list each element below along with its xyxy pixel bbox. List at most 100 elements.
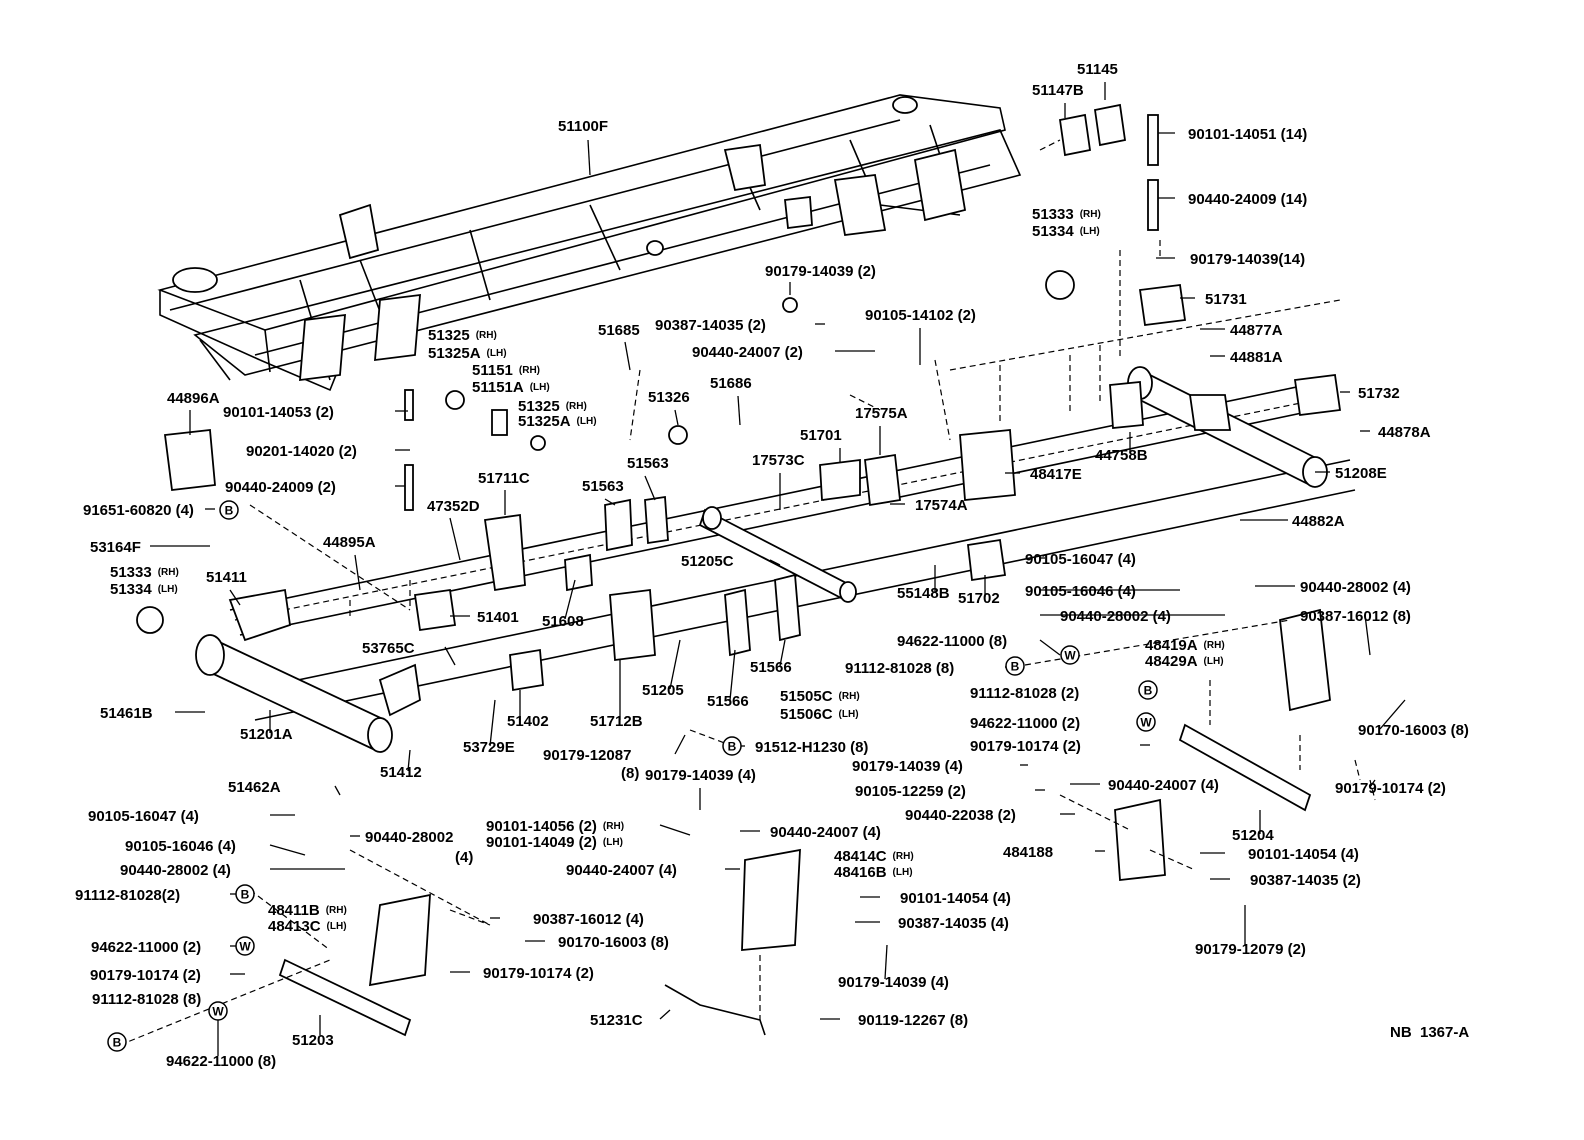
callout-label: 90440-28002 — [365, 829, 453, 846]
leader-line — [1379, 699, 1406, 730]
leader-line — [489, 699, 496, 747]
leader-line — [659, 1009, 671, 1020]
side-note: (RH) — [326, 905, 347, 916]
callout-label: 48417E — [1030, 466, 1082, 483]
callout-label: 48413C — [268, 918, 321, 935]
callout-label: 90179-14039 (4) — [852, 758, 963, 775]
side-note: (LH) — [893, 867, 913, 878]
callout-label: 90105-12259 (2) — [855, 783, 966, 800]
bolt-b-letter: B — [1144, 684, 1153, 698]
callout-label: 51712B — [590, 713, 643, 730]
bolt-b-mark — [235, 884, 255, 904]
callout-label: 90201-14020 (2) — [246, 443, 357, 460]
leader-line — [669, 639, 681, 690]
frame-assembly-drawing — [119, 94, 1376, 1046]
leader-line — [269, 844, 306, 856]
callout-label: 53765C — [362, 640, 415, 657]
callout-label: (8) — [621, 765, 639, 782]
leader-line — [449, 517, 461, 561]
callout-label: 90387-14035 (4) — [898, 915, 1009, 932]
bolt-b-mark — [107, 1032, 127, 1052]
leader-line — [644, 475, 656, 501]
callout-label: 51411 — [206, 569, 247, 586]
leader-line — [407, 749, 411, 772]
callout-label: 90170-16003 (8) — [558, 934, 669, 951]
callout-label: 51412 — [380, 764, 422, 781]
washer-w-mark — [1136, 712, 1156, 732]
callout-label: 51231C — [590, 1012, 643, 1029]
callout-label: 48414C — [834, 848, 887, 865]
callout-label: 90387-14035 (2) — [655, 317, 766, 334]
callout-label: 51686 — [710, 375, 752, 392]
callout-label: 90101-14054 (4) — [900, 890, 1011, 907]
callout-label: 51326 — [648, 389, 690, 406]
diagram-id: NB 1367-A — [1390, 1024, 1469, 1041]
callout-label: 51711C — [478, 470, 530, 487]
callout-label: 94622-11000 (8) — [166, 1053, 276, 1070]
leader-line — [564, 579, 576, 620]
side-note: (RH) — [519, 365, 540, 376]
bolt-b-mark — [219, 500, 239, 520]
callout-label: 90101-14049 (2) — [486, 834, 597, 851]
callout-label: 51333 — [1032, 206, 1074, 223]
callout-label: 51563 — [627, 455, 669, 472]
side-note: (RH) — [476, 330, 497, 341]
callout-label: 51702 — [958, 590, 1000, 607]
callout-label: 51701 — [800, 427, 842, 444]
callout-label: 44878A — [1378, 424, 1431, 441]
bolt-b-mark — [1005, 656, 1025, 676]
leader-line — [729, 649, 736, 701]
bolt-b-letter: B — [728, 740, 737, 754]
callout-label: 51334 — [1032, 223, 1074, 240]
side-note: (LH) — [603, 837, 623, 848]
callout-label: 17573C — [752, 452, 805, 469]
callout-label: 90440-28002 (4) — [1060, 608, 1171, 625]
leader-line — [334, 785, 341, 796]
leader-line — [1364, 614, 1371, 656]
callout-label: 91112-81028 (8) — [92, 991, 201, 1008]
callout-label: 90101-14054 (4) — [1248, 846, 1359, 863]
callout-label: 90105-14102 (2) — [865, 307, 976, 324]
callout-label: 17575A — [855, 405, 908, 422]
callout-label: 51100F — [558, 118, 608, 135]
callout-label: 90440-24007 (4) — [1108, 777, 1219, 794]
callout-label: 90179-12087 — [543, 747, 631, 764]
callout-label: 51325A — [428, 345, 481, 362]
callout-label: 44896A — [167, 390, 220, 407]
callout-label: 55148B — [897, 585, 950, 602]
callout-label: 94622-11000 (8) — [897, 633, 1007, 650]
leader-line — [604, 498, 616, 506]
callout-label: 48411B — [268, 902, 320, 919]
callout-label: 51563 — [582, 478, 624, 495]
callout-label: 51566 — [707, 693, 749, 710]
callout-label: 51145 — [1077, 61, 1118, 78]
bolt-b-letter: B — [241, 888, 250, 902]
callout-label: 51203 — [292, 1032, 334, 1049]
callout-label: 51461B — [100, 705, 153, 722]
callout-label: 44882A — [1292, 513, 1345, 530]
callout-label: 94622-11000 (2) — [91, 939, 201, 956]
callout-label: 90387-16012 (8) — [1300, 608, 1411, 625]
leader-line — [1369, 779, 1376, 788]
callout-label: 90440-24009 (14) — [1188, 191, 1307, 208]
callout-label: 51208E — [1335, 465, 1387, 482]
callout-label: 90179-10174 (2) — [970, 738, 1081, 755]
washer-w-letter: W — [1064, 649, 1076, 663]
washer-w-letter: W — [1140, 716, 1152, 730]
callout-label: 51608 — [542, 613, 584, 630]
callout-label: 48429A — [1145, 653, 1198, 670]
callout-label: 90387-16012 (4) — [533, 911, 644, 928]
callout-label: 51333 — [110, 564, 152, 581]
callout-label: 91112-81028(2) — [75, 887, 180, 904]
callout-label: 51334 — [110, 581, 152, 598]
leader-line — [587, 139, 591, 176]
callout-label: 51204 — [1232, 827, 1274, 844]
callout-label: 53164F — [90, 539, 141, 556]
side-note: (LH) — [487, 348, 507, 359]
leader-line — [444, 646, 456, 666]
washer-w-letter: W — [212, 1005, 224, 1019]
callout-label: 51205C — [681, 553, 734, 570]
